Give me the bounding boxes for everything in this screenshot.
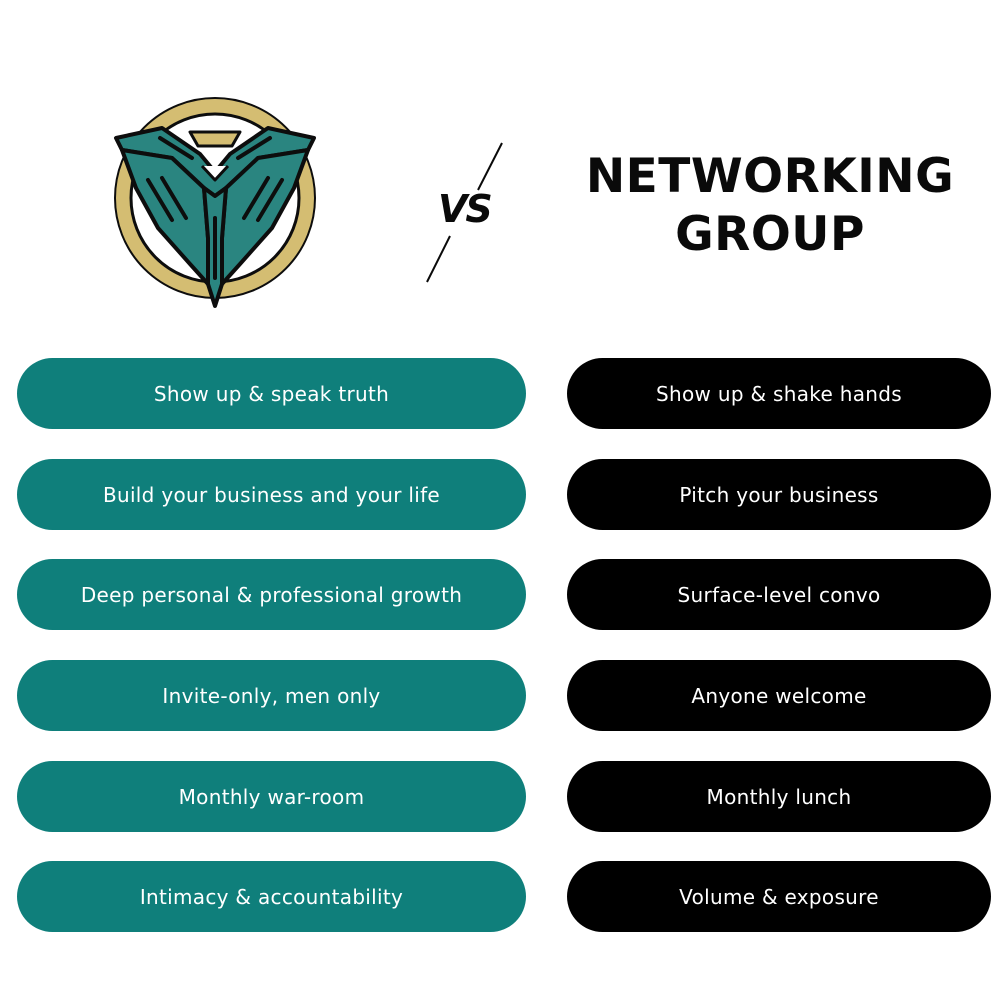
right-pill-1: Show up & shake hands <box>567 358 991 429</box>
slash-divider-icon <box>426 142 503 283</box>
left-pill-2: Build your business and your life <box>17 459 526 530</box>
right-pill-5: Monthly lunch <box>567 761 991 832</box>
title-line-2: GROUP <box>675 207 865 262</box>
left-pill-6: Intimacy & accountability <box>17 861 526 932</box>
left-pill-5: Monthly war-room <box>17 761 526 832</box>
left-pill-1: Show up & speak truth <box>17 358 526 429</box>
title-line-1: NETWORKING <box>585 149 955 204</box>
page-title: NETWORKING GROUP <box>560 148 980 264</box>
vs-label: VS <box>438 187 493 231</box>
brand-logo-icon <box>108 88 322 312</box>
versus-divider: VS <box>420 140 510 285</box>
left-pill-4: Invite-only, men only <box>17 660 526 731</box>
left-pill-3: Deep personal & professional growth <box>17 559 526 630</box>
right-pill-4: Anyone welcome <box>567 660 991 731</box>
right-pill-3: Surface-level convo <box>567 559 991 630</box>
right-pill-2: Pitch your business <box>567 459 991 530</box>
right-pill-6: Volume & exposure <box>567 861 991 932</box>
